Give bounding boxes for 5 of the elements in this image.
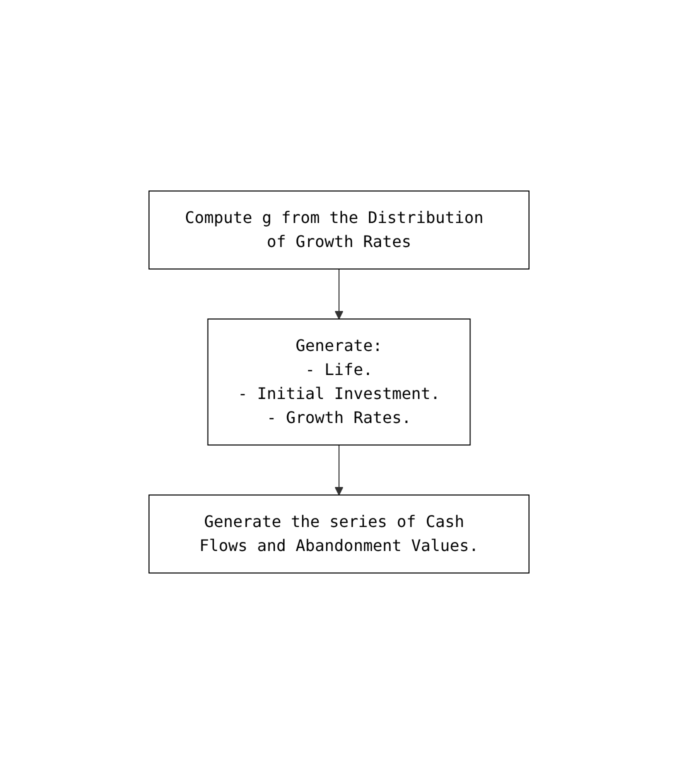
- arrow: [334, 268, 344, 320]
- node-box: Generate the series of Cash Flows and Abandonment Values.: [148, 494, 530, 574]
- arrow: [334, 444, 344, 496]
- node-box: Compute g from the Distribution of Growth Rates: [148, 190, 530, 270]
- node-box: Generate: - Life. - Initial Investment. - Growth Rates.: [207, 318, 471, 446]
